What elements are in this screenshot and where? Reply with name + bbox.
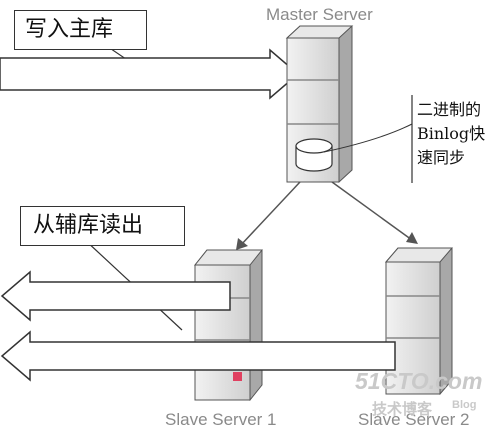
slave-server-1 (193, 249, 264, 401)
binlog-annotation: 二进制的 Binlog快 速同步 (417, 98, 485, 170)
read-arrow-slave2 (0, 330, 396, 382)
binlog-line-2: Binlog快 (417, 124, 486, 143)
binlog-pointer (323, 123, 413, 153)
write-arrow (0, 48, 300, 100)
read-arrow-slave1 (0, 270, 231, 322)
binlog-disk-icon (295, 138, 333, 172)
read-callout-text: 从辅库读出 (33, 213, 144, 238)
write-callout-text: 写入主库 (25, 17, 114, 42)
slave1-server-label: Slave Server 1 (165, 410, 277, 429)
replication-arrow-slave1 (236, 181, 301, 250)
slave2-server-label: Slave Server 2 (358, 410, 470, 429)
watermark-tagline: 技术博客 (372, 400, 433, 418)
binlog-line-3: 速同步 (417, 148, 466, 167)
read-callout: 从辅库读出 (20, 206, 185, 246)
replication-arrow-slave2 (331, 181, 418, 244)
status-indicator (233, 372, 242, 381)
watermark-blog: Blog (452, 399, 477, 411)
slave-server-2 (384, 247, 454, 395)
binlog-line-1: 二进制的 (417, 100, 482, 119)
write-callout: 写入主库 (14, 10, 147, 50)
master-server-label: Master Server (266, 5, 373, 24)
watermark-site: 51CTO.com (355, 368, 483, 394)
